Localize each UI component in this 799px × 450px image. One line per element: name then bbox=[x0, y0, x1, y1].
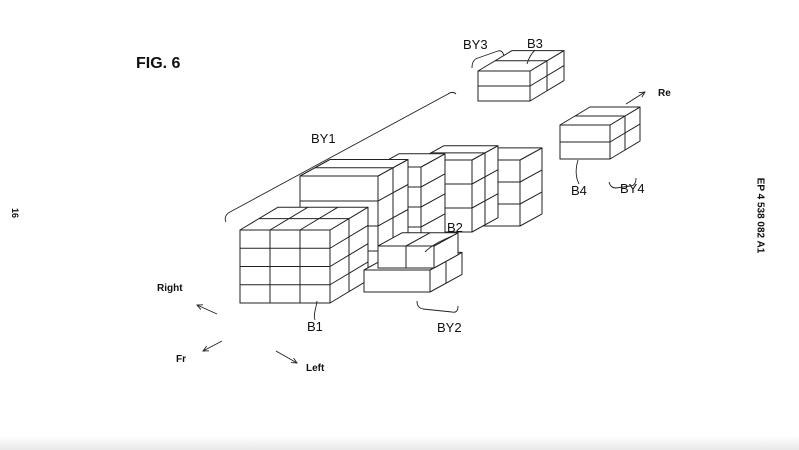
block-b2-upper-col-line bbox=[405, 232, 431, 247]
bracket-by2 bbox=[416, 300, 459, 313]
label-by1: BY1 bbox=[311, 131, 336, 146]
scan-edge bbox=[0, 436, 799, 450]
leader-b4 bbox=[575, 159, 580, 185]
arrow-front bbox=[202, 340, 223, 352]
bracket-by3 bbox=[471, 50, 505, 69]
bracket-by1 bbox=[224, 92, 457, 223]
bracket-by4 bbox=[608, 177, 637, 189]
label-by2: BY2 bbox=[437, 320, 462, 335]
block-by1-module-5-row-line bbox=[519, 169, 543, 183]
arrow-left-head bbox=[290, 357, 298, 364]
figure-title: FIG. 6 bbox=[136, 55, 181, 72]
label-b2: B2 bbox=[447, 220, 463, 235]
direction-left: Left bbox=[306, 363, 325, 374]
leader-b1 bbox=[313, 300, 318, 321]
block-b2-upper bbox=[377, 232, 459, 269]
block-by1-module-3-row-line bbox=[420, 173, 446, 188]
direction-right: Right bbox=[157, 283, 183, 294]
direction-arrows bbox=[196, 91, 646, 364]
label-b3: B3 bbox=[527, 36, 543, 51]
direction-front: Fr bbox=[176, 354, 186, 365]
arrow-left bbox=[275, 350, 298, 364]
block-b4 bbox=[559, 106, 641, 160]
block-b3 bbox=[477, 50, 565, 102]
block-by1-module-3-row-line bbox=[420, 193, 446, 208]
arrow-right-head bbox=[196, 304, 204, 310]
label-by4: BY4 bbox=[620, 181, 645, 196]
block-b1 bbox=[239, 206, 369, 304]
block-by1-module-3-row-line bbox=[420, 213, 446, 228]
block-by1-module-5-row-line bbox=[519, 191, 543, 205]
label-by3: BY3 bbox=[463, 37, 488, 52]
leader-b2 bbox=[424, 235, 453, 253]
arrow-rear bbox=[625, 91, 646, 105]
battery-blocks bbox=[239, 50, 641, 304]
direction-rear: Re bbox=[658, 88, 671, 99]
label-b4: B4 bbox=[571, 183, 587, 198]
arrow-rear-head bbox=[638, 91, 646, 98]
label-b1: B1 bbox=[307, 319, 323, 334]
block-by1-module-5-side bbox=[519, 147, 543, 227]
leader-b3 bbox=[526, 49, 536, 65]
leader-lines bbox=[224, 49, 637, 321]
block-b2-lower-front bbox=[363, 269, 431, 293]
arrow-right bbox=[196, 304, 218, 315]
arrow-front-head bbox=[202, 345, 210, 352]
